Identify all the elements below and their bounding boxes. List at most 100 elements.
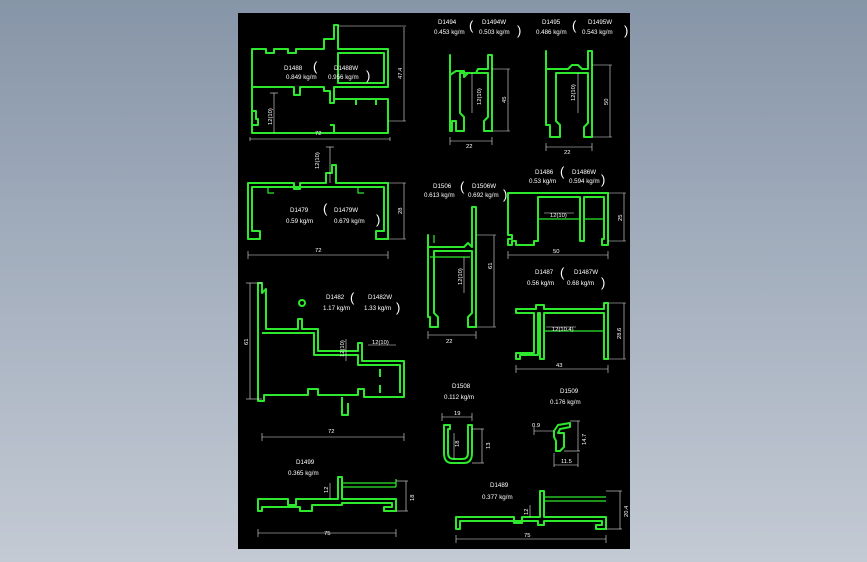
d1488-weight-label: 0.849 kg/m (286, 74, 317, 81)
profile-d1499[interactable]: D1499 0.365 kg/m 75 12 18 (257, 459, 416, 537)
d1494-dim-height: 45 (502, 97, 508, 103)
d1506-inner-web (430, 235, 470, 258)
d1488-dim-12-10: 12(10) (268, 108, 274, 125)
d1495-dim-width: 22 (564, 150, 570, 156)
d1482-code-label: D1482 (326, 294, 345, 301)
d1509-dim-thickness: 0.9 (532, 423, 540, 429)
d1479-alt-weight-label: 0.679 kg/m (334, 218, 365, 225)
profile-d1508[interactable]: D1508 0.112 kg/m 19 18 13 (441, 383, 492, 464)
d1509-code-label: D1509 (560, 388, 579, 395)
d1486-profile-outline (507, 192, 609, 246)
d1479-dimension-lines (247, 146, 406, 259)
d1506-dim-height: 61 (488, 263, 494, 269)
d1508-dim-inner-height: 18 (455, 441, 461, 447)
d1482-weight-label: 1.17 kg/m (323, 305, 350, 312)
d1508-weight-label: 0.112 kg/m (444, 394, 474, 401)
d1486-paren-open: ( (560, 164, 565, 179)
profile-d1489[interactable]: D1489 0.377 kg/m 75 12 20.4 (455, 482, 630, 543)
d1506-weight-label: 0.613 kg/m (424, 192, 455, 199)
d1494-paren-open: ( (469, 18, 474, 33)
d1479-weight-label: 0.59 kg/m (286, 218, 313, 225)
d1508-code-label: D1508 (452, 383, 471, 390)
d1479-paren-open: ( (323, 201, 328, 216)
d1488-profile-lower (251, 52, 389, 134)
d1486-dimension-lines (507, 192, 626, 259)
d1506-alt-code-label: D1506W (472, 183, 496, 190)
d1499-profile-outline (257, 476, 397, 512)
d1506-dim-12-10: 12(10) (458, 268, 464, 285)
d1488-dim-width: 72 (315, 131, 321, 137)
d1482-dimension-lines (246, 282, 405, 441)
d1506-alt-weight-label: 0.692 kg/m (468, 192, 499, 199)
profile-d1488[interactable]: D1488 ( D1488W 0.849 kg/m 0.956 kg/m ) 7… (249, 24, 406, 141)
d1487-alt-code-label: D1487W (574, 269, 598, 276)
d1482-profile-outline (257, 282, 405, 402)
d1489-upper-stem (544, 496, 606, 502)
d1487-paren-close: ) (601, 275, 605, 290)
d1482-paren-open: ( (350, 290, 355, 305)
d1482-dim-height: 61 (244, 339, 250, 345)
d1479-dim-height: 28 (398, 208, 404, 214)
d1506-paren-open: ( (460, 179, 465, 194)
d1479-dim-12-10: 12(10) (315, 152, 321, 169)
d1509-weight-label: 0.176 kg/m (550, 399, 581, 406)
d1482-paren-close: ) (396, 300, 400, 315)
d1495-profile-outline (545, 50, 593, 138)
d1509-dimension-lines (533, 420, 580, 467)
d1479-dim-width: 72 (315, 248, 321, 254)
d1489-profile-outline (455, 490, 607, 530)
d1487-dim-12-10: 12(10.4) (552, 327, 574, 333)
d1509-dim-height: 14.7 (582, 434, 588, 445)
d1509-dim-width: 11.5 (561, 459, 572, 465)
d1494-alt-weight-label: 0.503 kg/m (479, 29, 510, 36)
d1488-code-label: D1488 (284, 65, 303, 72)
drawing-sheet: D1488 ( D1488W 0.849 kg/m 0.956 kg/m ) 7… (238, 13, 630, 549)
profile-d1495[interactable]: D1495 ( D1495W 0.486 kg/m 0.543 kg/m ) 2… (536, 18, 628, 156)
d1487-profile-outline (515, 302, 609, 360)
d1486-alt-weight-label: 0.594 kg/m (569, 178, 600, 185)
d1495-paren-open: ( (572, 18, 577, 33)
d1486-dim-height: 25 (618, 215, 624, 221)
profile-d1506[interactable]: D1506 ( D1506W 0.613 kg/m 0.692 kg/m ) 2… (424, 179, 507, 345)
d1486-dim-12-10: 12(10) (550, 213, 567, 219)
d1486-alt-code-label: D1486W (572, 169, 596, 176)
profile-d1482[interactable]: D1482 ( D1482W 1.17 kg/m 1.33 kg/m ) 72 … (244, 282, 405, 441)
d1482-alt-code-label: D1482W (368, 294, 392, 301)
d1495-alt-weight-label: 0.543 kg/m (582, 29, 613, 36)
d1495-weight-label: 0.486 kg/m (536, 29, 567, 36)
d1499-dimension-lines (257, 480, 408, 537)
d1489-dimension-lines (455, 490, 622, 543)
profile-d1487[interactable]: D1487 ( D1487W 0.56 kg/m 0.68 kg/m ) 43 … (515, 265, 626, 373)
d1506-paren-close: ) (503, 187, 507, 202)
d1508-profile-outline (443, 424, 473, 464)
d1488-paren-open: ( (313, 59, 318, 74)
d1495-dimension-lines (545, 64, 612, 151)
d1482-dim-12-10-b: 12(10) (372, 340, 389, 346)
d1489-code-label: D1489 (490, 482, 509, 489)
d1482-dim-width: 72 (328, 429, 334, 435)
d1489-dim-width: 75 (524, 533, 530, 539)
d1486-code-label: D1486 (535, 169, 554, 176)
profile-d1479[interactable]: D1479 ( D1479W 0.59 kg/m 0.679 kg/m ) 72… (247, 146, 406, 259)
d1486-paren-close: ) (601, 172, 605, 187)
d1499-dim-height: 18 (410, 495, 416, 501)
d1509-profile-outline (553, 422, 571, 452)
d1499-code-label: D1499 (296, 459, 315, 466)
d1489-dim-stem: 12 (524, 509, 530, 515)
d1488-dim-height: 47.4 (398, 67, 404, 79)
d1508-dimension-lines (441, 413, 484, 464)
d1482-screw-boss (298, 299, 306, 307)
profile-d1509[interactable]: D1509 0.176 kg/m 0.9 14.7 11.5 (532, 388, 588, 467)
d1495-alt-code-label: D1495W (588, 19, 612, 26)
d1482-profile-inner (262, 332, 401, 416)
d1487-paren-open: ( (560, 265, 565, 280)
d1494-paren-close: ) (517, 23, 521, 38)
profile-d1486[interactable]: D1486 ( D1486W 0.53 kg/m 0.594 kg/m ) 50… (507, 164, 626, 259)
d1495-dim-12-10: 12(10) (571, 84, 577, 101)
d1489-dim-height: 20.4 (624, 505, 630, 517)
d1506-profile-outline (427, 206, 477, 328)
profile-drawing-canvas[interactable]: D1488 ( D1488W 0.849 kg/m 0.956 kg/m ) 7… (238, 13, 630, 549)
profile-d1494[interactable]: D1494 ( D1494W 0.453 kg/m 0.503 kg/m ) 2… (434, 18, 521, 150)
d1479-profile-outline (247, 164, 389, 240)
d1486-weight-label: 0.53 kg/m (529, 178, 556, 185)
